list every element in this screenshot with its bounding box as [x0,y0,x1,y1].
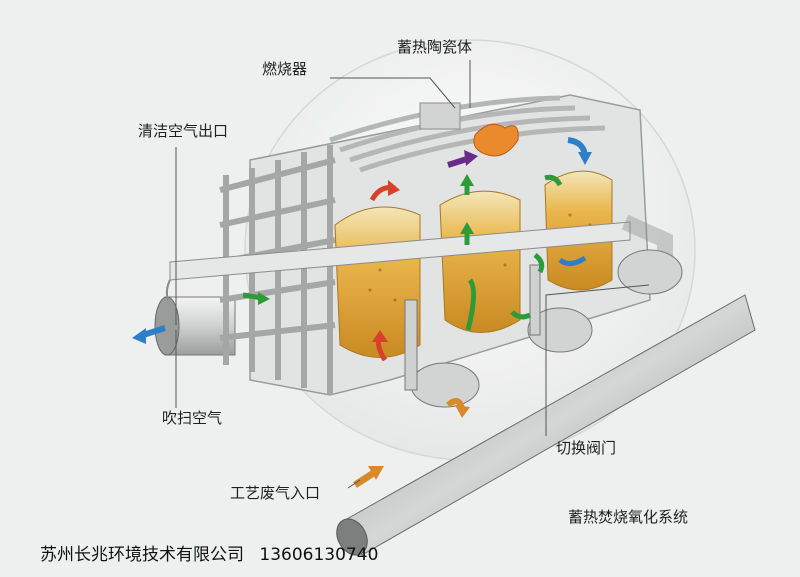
company-name: 苏州长兆环境技术有限公司 [40,545,244,565]
label-ceramic-body: 蓄热陶瓷体 [397,36,472,57]
label-switch-valve: 切换阀门 [556,437,616,458]
label-purge-air: 吹扫空气 [162,407,222,428]
valve-left [411,363,479,407]
label-burner: 燃烧器 [262,58,307,79]
arrow-orange-inlet [355,472,375,485]
phone-number: 13606130740 [259,545,378,565]
footer: 苏州长兆环境技术有限公司 13606130740 [40,540,378,565]
label-system-title: 蓄热焚烧氧化系统 [568,506,688,527]
label-clean-air-outlet: 清洁空气出口 [138,120,228,141]
ceramic-bed-middle [440,191,520,332]
label-process-gas-inlet: 工艺废气入口 [230,482,320,503]
